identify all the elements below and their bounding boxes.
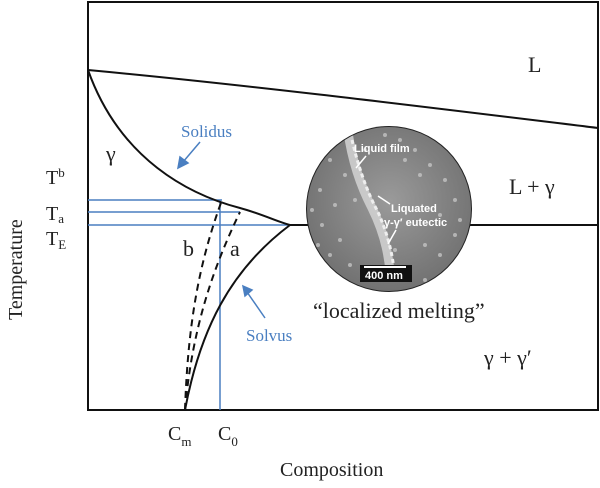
sem-inset: Liquid film Liquated γ-γ′ eutectic 400 n… [306, 126, 472, 292]
tick-ta: Ta [46, 203, 64, 226]
solidus-label: Solidus [181, 122, 232, 141]
inset-liquid-film-label: Liquid film [354, 143, 410, 155]
phase-gamma: γ [105, 141, 116, 166]
scale-bar-box [360, 265, 412, 282]
inset-liquated-label-1: Liquated [391, 203, 437, 215]
solidus-arrowhead [176, 155, 190, 170]
localized-melting-annotation: “localized melting” [313, 298, 485, 323]
nonequilibrium-paths [184, 199, 241, 411]
solvus-arrow [246, 291, 266, 319]
liquated-pointer-1 [377, 195, 391, 205]
phase-gamma-gamma-prime: γ + γ′ [483, 345, 532, 370]
path-a-curve [184, 211, 241, 411]
plot-frame [87, 1, 599, 411]
solidus-curve [87, 69, 291, 226]
y-axis-title: Temperature [5, 219, 27, 320]
scale-bar-label: 400 nm [365, 270, 403, 282]
phase-liquid-gamma: L + γ [509, 174, 555, 199]
path-a-label: a [230, 236, 240, 261]
liquated-pointer-2 [387, 229, 397, 245]
tick-c0: C0 [218, 423, 238, 449]
tick-tb: Tb [46, 165, 65, 189]
liquid-film-pointer [355, 155, 367, 169]
solidus-arrow [182, 141, 201, 163]
x-axis-title: Composition [280, 459, 383, 481]
path-b-label: b [183, 236, 194, 261]
tick-te: TE [46, 228, 66, 252]
phase-liquid: L [528, 52, 541, 77]
eutectic-band [350, 139, 396, 271]
liquid-film-band [343, 131, 395, 273]
tick-cm: Cm [168, 423, 191, 449]
liquidus-curve [87, 69, 599, 129]
path-b-curve [184, 199, 223, 411]
solvus-arrowhead [241, 284, 254, 298]
inset-liquated-label-2: γ-γ′ eutectic [384, 217, 447, 229]
solvus-curve [184, 224, 291, 411]
solvus-label: Solvus [246, 326, 292, 345]
label-arrows [176, 141, 266, 319]
temperature-guides [88, 199, 290, 410]
